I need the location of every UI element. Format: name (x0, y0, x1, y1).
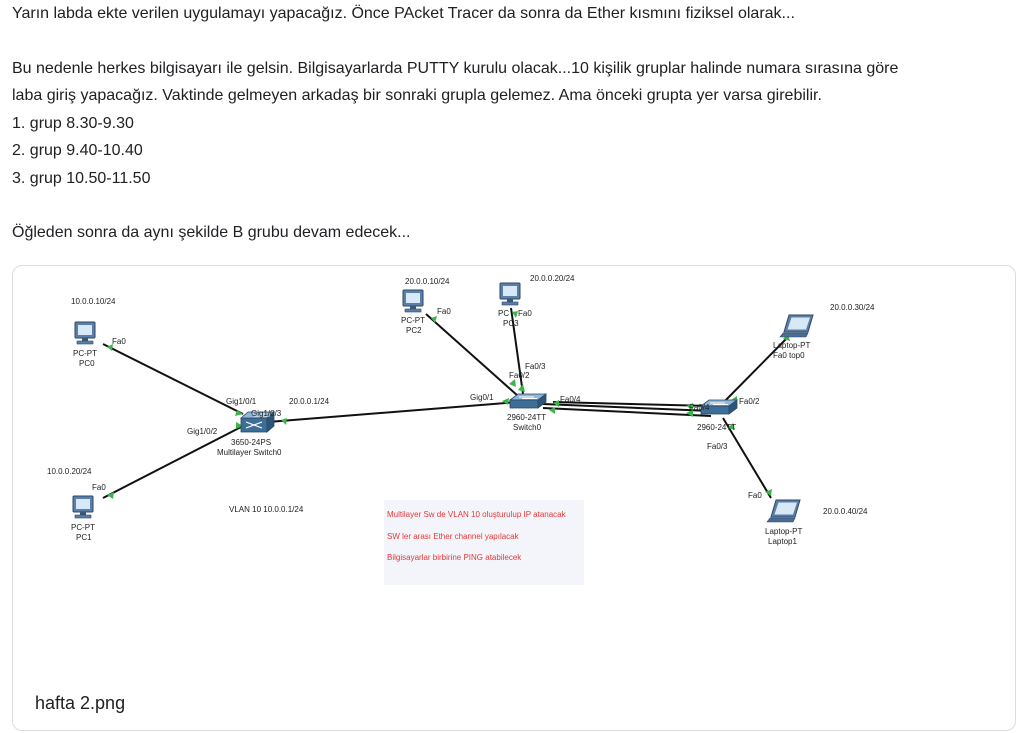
laptop-icon: Laptop-PT top0 Fa0 20.0.0.30/24 (773, 303, 875, 360)
device-type-label: Laptop-PT (765, 527, 802, 536)
device-name-label: PC1 (76, 533, 92, 542)
ip-address-label: 20.0.0.20/24 (530, 274, 575, 283)
switch-icon: 2960-24TT Switch0 Gig0/1 Fa0/2 Fa0/3 Fa0… (470, 362, 581, 432)
device-model-label: 2960-24TT (507, 413, 546, 422)
device-name-label: PC2 (406, 326, 422, 335)
network-links (102, 307, 790, 499)
multilayer-switch-icon: 3650-24PS Multilayer Switch0 Gig1/0/1 Gi… (187, 397, 330, 514)
vlan-label: VLAN 10 10.0.0.1/24 (229, 505, 304, 514)
device-name-label: Multilayer Switch0 (217, 448, 282, 457)
ip-address-label: 20.0.0.40/24 (823, 507, 868, 516)
port-label: Gig0/1 (470, 393, 494, 402)
note-line: Bilgisayarlar birbirine PING atabilecek (387, 553, 522, 562)
device-type-label: PC-PT (73, 349, 97, 358)
pc-icon: PC PC3 Fa0 20.0.0.20/24 (498, 274, 575, 328)
port-label: Fa0 (773, 351, 787, 360)
device-name-label: PC0 (79, 359, 95, 368)
device-model-label: 2960-24TT (697, 423, 736, 432)
port-label: Gig1/0/3 (251, 409, 282, 418)
device-type-label: PC-PT (71, 523, 95, 532)
post-text-line: Yarın labda ekte verilen uygulamayı yapa… (12, 5, 795, 22)
ip-address-label: 10.0.0.20/24 (47, 467, 92, 476)
device-name-label: top0 (789, 351, 805, 360)
port-status-lights (107, 311, 790, 499)
device-name-label: PC3 (503, 319, 519, 328)
device-type-label: PC-PT (401, 316, 425, 325)
note-line: SW ler arası Ether channel yapılacak (387, 532, 520, 541)
pc-icon: PC-PT PC2 Fa0 20.0.0.10/24 (401, 277, 451, 335)
device-type-label: PC (498, 309, 509, 318)
ip-address-label: 10.0.0.10/24 (71, 297, 116, 306)
port-label: Fa0 (92, 483, 106, 492)
laptop-icon: Laptop-PT Laptop1 Fa0 20.0.0.40/24 (748, 491, 868, 546)
device-name-label: Switch0 (513, 423, 542, 432)
ip-address-label: 20.0.0.10/24 (405, 277, 450, 286)
post-body: Yarın labda ekte verilen uygulamayı yapa… (12, 0, 1002, 247)
switch-icon: 2960-24TT Fa0/4 Fa0/2 Fa0/3 (689, 397, 760, 451)
port-label: Fa0/3 (525, 362, 546, 371)
note-line: Multilayer Sw de VLAN 10 oluşturulup IP … (387, 510, 567, 519)
device-type-label: Laptop-PT (773, 341, 810, 350)
ip-address-label: 20.0.0.30/24 (830, 303, 875, 312)
port-label: Fa0/2 (739, 397, 760, 406)
post-text-line: Bu nedenle herkes bilgisayarı ile gelsin… (12, 59, 899, 77)
group-schedule-item: 2. grup 9.40-10.40 (12, 142, 143, 159)
port-label: Fa0/3 (707, 442, 728, 451)
port-label: Fa0 (748, 491, 762, 500)
group-schedule-item: 1. grup 8.30-9.30 (12, 114, 134, 132)
port-label: Gig1/0/2 (187, 427, 218, 436)
port-label: Fa0/4 (560, 395, 581, 404)
pc-icon: PC-PT PC0 Fa0 10.0.0.10/24 (71, 297, 126, 368)
port-label: Fa0 (518, 309, 532, 318)
post-text-line: Öğleden sonra da aynı şekilde B grubu de… (12, 224, 411, 241)
port-label: Fa0 (112, 337, 126, 346)
ip-address-label: 20.0.0.1/24 (289, 397, 330, 406)
port-label: Fa0/2 (509, 371, 530, 380)
port-label: Fa0 (437, 307, 451, 316)
port-label: Fa0/4 (689, 403, 710, 412)
device-model-label: 3650-24PS (231, 438, 271, 447)
group-schedule-item: 3. grup 10.50-11.50 (12, 169, 151, 187)
device-name-label: Laptop1 (768, 537, 797, 546)
image-attachment-card[interactable]: PC-PT PC0 Fa0 10.0.0.10/24 PC-PT PC1 Fa0… (12, 265, 1016, 731)
instructions-note: Multilayer Sw de VLAN 10 oluşturulup IP … (384, 500, 584, 585)
port-label: Gig1/0/1 (226, 397, 257, 406)
pc-icon: PC-PT PC1 Fa0 10.0.0.20/24 (47, 467, 106, 542)
network-topology-image: PC-PT PC0 Fa0 10.0.0.10/24 PC-PT PC1 Fa0… (47, 274, 875, 585)
attachment-filename: hafta 2.png (35, 693, 126, 713)
post-text-line: laba giriş yapacağız. Vaktinde gelmeyen … (12, 87, 822, 104)
